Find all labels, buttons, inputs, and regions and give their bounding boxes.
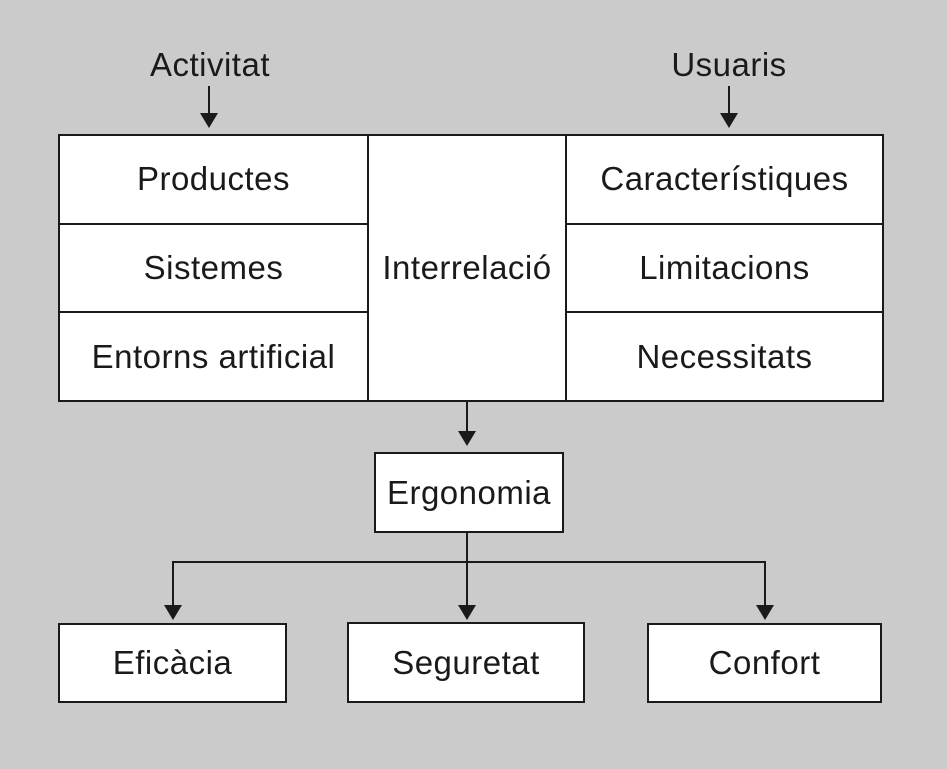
arrow-activitat-line	[208, 86, 210, 114]
arrow-confort-head-icon	[756, 605, 774, 620]
arrow-confort-line	[764, 561, 766, 606]
table-column-right: Característiques Limitacions Necessitats	[567, 136, 882, 400]
box-seguretat: Seguretat	[347, 622, 585, 703]
arrow-seguretat-line	[466, 561, 468, 606]
table-column-left: Productes Sistemes Entorns artificial	[60, 136, 367, 400]
cell-productes: Productes	[136, 160, 291, 198]
connector-stem-line	[466, 533, 468, 563]
arrow-table-ergonomia-line	[466, 402, 468, 432]
interrelation-table: Productes Sistemes Entorns artificial In…	[58, 134, 884, 402]
label-activitat: Activitat	[149, 46, 271, 83]
cell-entorns-artificial: Entorns artificial	[60, 311, 367, 400]
arrow-eficacia-head-icon	[164, 605, 182, 620]
cell-caracteristiques: Característiques	[600, 160, 849, 198]
arrow-table-ergonomia-head-icon	[458, 431, 476, 446]
arrow-activitat-head-icon	[200, 113, 218, 128]
arrow-usuaris-line	[728, 86, 730, 114]
cell-limitacions: Limitacions	[567, 222, 882, 312]
box-confort: Confort	[647, 623, 882, 703]
cell-interrelacio: Interrelació	[367, 136, 567, 400]
cell-sistemes: Sistemes	[60, 222, 367, 312]
connector-horizontal-line	[172, 561, 766, 563]
box-ergonomia: Ergonomia	[374, 452, 564, 533]
arrow-seguretat-head-icon	[458, 605, 476, 620]
arrow-usuaris-head-icon	[720, 113, 738, 128]
label-usuaris: Usuaris	[671, 46, 787, 83]
box-eficacia: Eficàcia	[58, 623, 287, 703]
arrow-eficacia-line	[172, 561, 174, 606]
cell-necessitats: Necessitats	[567, 311, 882, 400]
